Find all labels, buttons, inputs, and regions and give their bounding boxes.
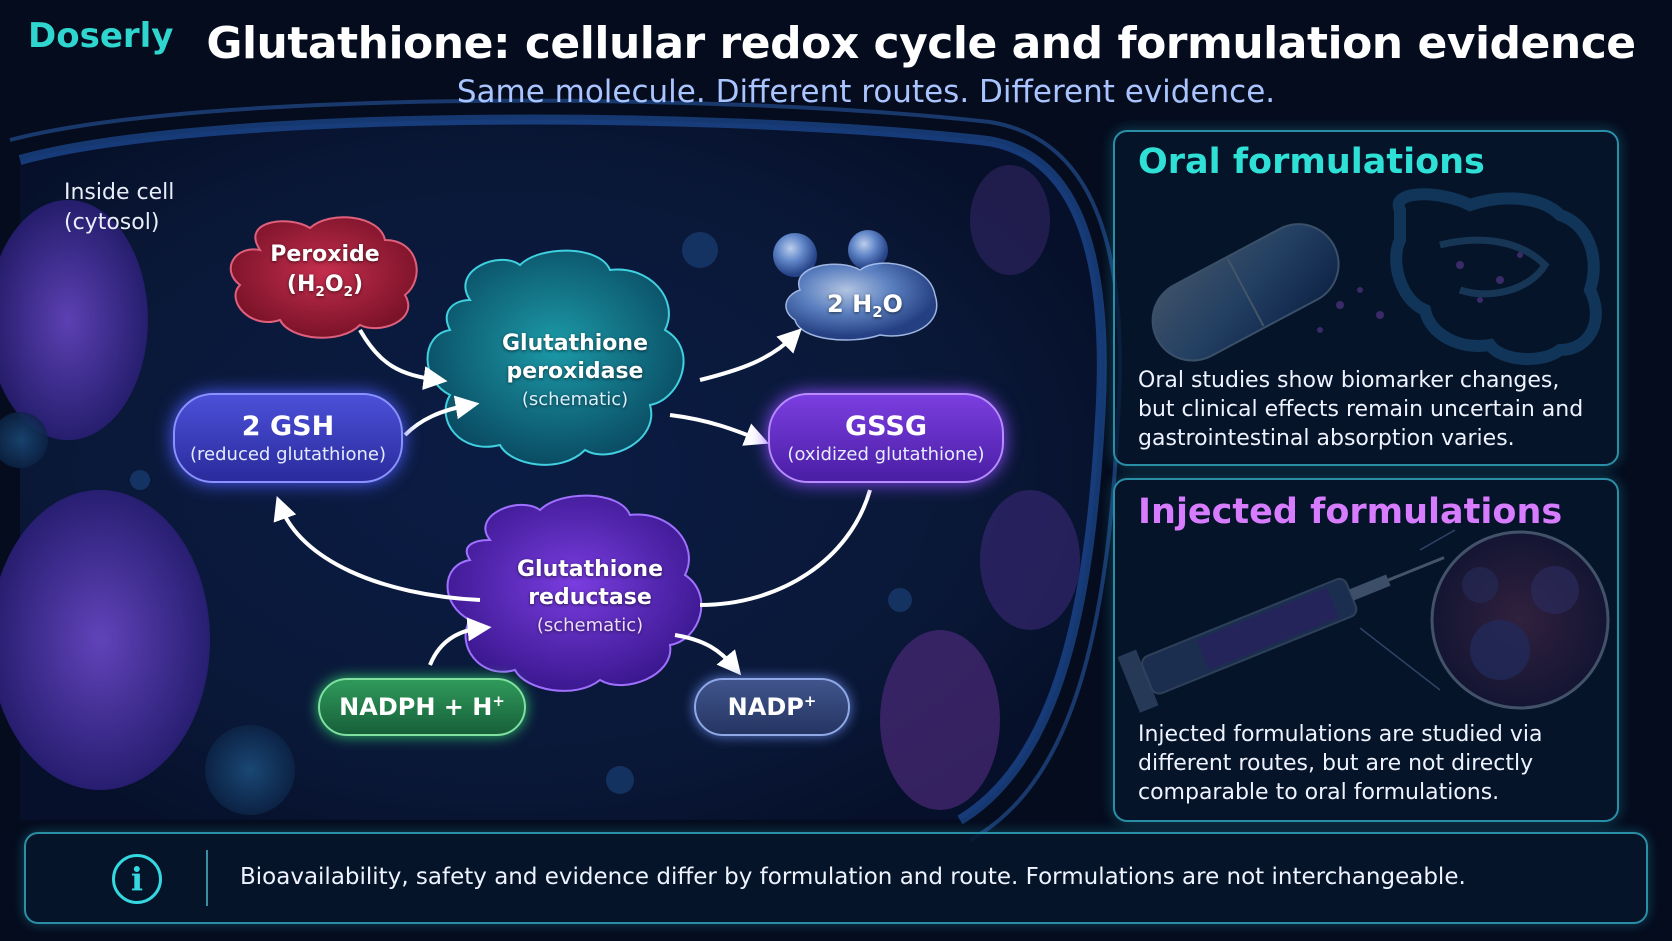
nadp-label: NADP xyxy=(727,693,804,721)
info-icon: i xyxy=(112,854,162,904)
gsh-label: 2 GSH xyxy=(241,411,335,442)
page-subtitle: Same molecule. Different routes. Differe… xyxy=(456,74,1276,110)
nadp-sup: + xyxy=(803,692,817,710)
gsh-sublabel: (reduced glutathione) xyxy=(190,444,386,465)
peroxide-name: Peroxide xyxy=(270,242,380,267)
gr-line1: Glutathione xyxy=(516,557,664,582)
water-suffix: O xyxy=(882,290,903,318)
injected-panel-text: Injected formulations are studied via di… xyxy=(1138,720,1543,807)
gr-note: (schematic) xyxy=(536,615,644,636)
nadp-label-wrap: NADP+ xyxy=(727,692,817,721)
peroxide-formula-open: (H xyxy=(286,272,316,297)
peroxide-formula-sub1: 2 xyxy=(315,284,325,300)
gr-line2: reductase xyxy=(528,585,652,610)
injected-text-line2: different routes, but are not directly xyxy=(1138,751,1534,776)
nadph-sup: + xyxy=(492,692,505,710)
injected-text-line3: comparable to oral formulations. xyxy=(1138,780,1500,805)
brand-logo: Doserly xyxy=(28,16,174,56)
gssg-node: GSSG (oxidized glutathione) xyxy=(768,393,1004,483)
gssg-label: GSSG xyxy=(844,411,927,442)
cell-location-line2: (cytosol) xyxy=(64,210,160,235)
peroxide-formula-sub2: 2 xyxy=(343,284,354,300)
peroxide-formula-mid: O xyxy=(324,272,344,297)
oral-panel-text: Oral studies show biomarker changes, but… xyxy=(1138,366,1583,453)
injected-formulations-panel xyxy=(1113,478,1619,822)
water-sub: 2 xyxy=(872,303,883,321)
oral-text-line3: gastrointestinal absorption varies. xyxy=(1138,426,1515,451)
cell-location-line1: Inside cell xyxy=(64,180,175,205)
gpx-note: (schematic) xyxy=(521,389,629,410)
nadph-label-wrap: NADPH + H+ xyxy=(339,692,505,721)
nadph-label: NADPH + H xyxy=(339,693,493,721)
page-title: Glutathione: cellular redox cycle and fo… xyxy=(206,18,1636,69)
peroxide-node: Peroxide (H2O2) xyxy=(255,240,395,302)
gssg-sublabel: (oxidized glutathione) xyxy=(787,444,985,465)
gsh-node: 2 GSH (reduced glutathione) xyxy=(173,393,403,483)
glutathione-reductase-enzyme: Glutathione reductase (schematic) xyxy=(505,556,675,640)
oral-text-line1: Oral studies show biomarker changes, xyxy=(1138,368,1560,393)
injected-panel-title: Injected formulations xyxy=(1138,492,1563,532)
nadph-node: NADPH + H+ xyxy=(318,678,526,736)
cell-location-label: Inside cell (cytosol) xyxy=(64,178,174,238)
footer-note-text: Bioavailability, safety and evidence dif… xyxy=(240,864,1466,890)
oral-text-line2: but clinical effects remain uncertain an… xyxy=(1138,397,1584,422)
footer-note-banner xyxy=(24,832,1648,924)
footer-divider xyxy=(206,850,208,906)
oral-panel-title: Oral formulations xyxy=(1138,142,1485,182)
gpx-line2: peroxidase xyxy=(506,359,644,384)
water-prefix: 2 H xyxy=(827,290,873,318)
glutathione-peroxidase-enzyme: Glutathione peroxidase (schematic) xyxy=(490,330,660,414)
nadp-node: NADP+ xyxy=(694,678,850,736)
water-node: 2 H2O xyxy=(815,290,915,321)
injected-text-line1: Injected formulations are studied via xyxy=(1138,722,1543,747)
gpx-line1: Glutathione xyxy=(501,331,649,356)
peroxide-formula-close: ) xyxy=(353,272,364,297)
oral-formulations-panel xyxy=(1113,130,1619,466)
peroxide-formula: (H2O2) xyxy=(255,270,395,302)
